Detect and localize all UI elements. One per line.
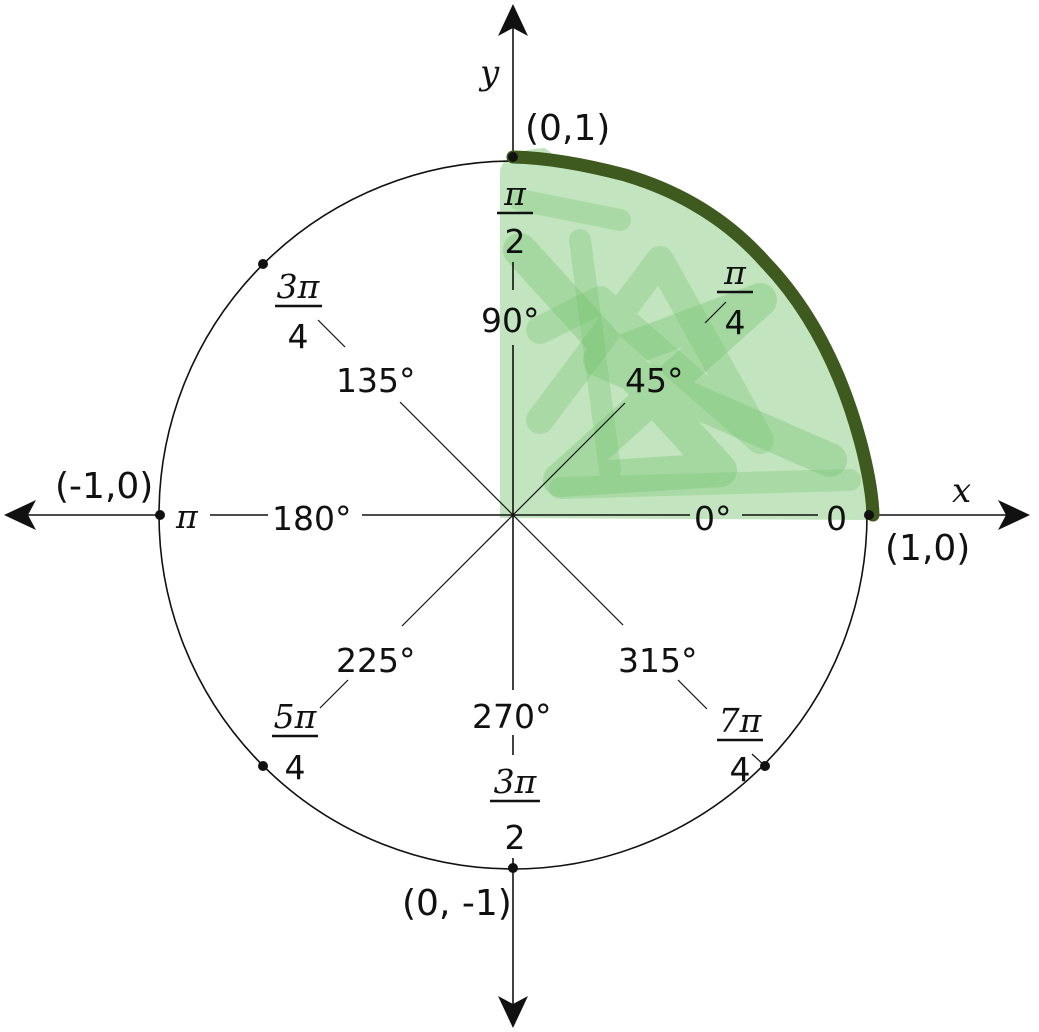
rad-45-denominator: 4 — [725, 303, 746, 342]
arrow-left-icon — [4, 500, 36, 530]
point-315 — [760, 761, 770, 771]
coord-top: (0,1) — [525, 108, 610, 149]
guide-135-outer — [317, 319, 346, 348]
quadrant-shading — [500, 148, 870, 520]
point-0-1 — [508, 152, 518, 162]
rad-90-denominator: 2 — [505, 222, 526, 261]
deg-135: 135° — [336, 361, 416, 400]
deg-315: 315° — [618, 641, 698, 680]
deg-180: 180° — [272, 499, 352, 538]
rad-180: π — [175, 497, 199, 536]
deg-90: 90° — [481, 301, 540, 340]
rad-135-denominator: 4 — [288, 317, 309, 356]
rad-45-numerator: π — [723, 253, 747, 292]
rad-90-fraction: π 2 — [497, 174, 533, 261]
rad-270-fraction: 3π 2 — [490, 762, 540, 857]
rad-45-fraction: π 4 — [717, 253, 753, 342]
point-225 — [258, 761, 268, 771]
rad-315-numerator: 7π — [719, 701, 763, 740]
highlighted-arc — [506, 150, 880, 522]
point-neg1-0 — [155, 510, 165, 520]
angle-guide-lines — [317, 301, 766, 767]
rad-315-fraction: 7π 4 — [717, 701, 763, 789]
axes — [22, 22, 1012, 1010]
quadrant-scribble-2 — [526, 246, 774, 454]
point-135 — [258, 259, 268, 269]
rad-270-numerator: 3π — [494, 762, 538, 801]
coord-left: (-1,0) — [55, 466, 153, 507]
y-axis-label: y — [478, 53, 500, 93]
rad-0: 0 — [826, 499, 847, 538]
deg-45: 45° — [625, 361, 684, 400]
deg-225: 225° — [336, 641, 416, 680]
axis-arrows — [4, 4, 1030, 1028]
guide-135 — [399, 401, 514, 516]
arrow-up-icon — [498, 4, 528, 36]
guide-45 — [512, 402, 626, 516]
guide-225-outer — [319, 679, 349, 709]
point-1-0 — [864, 510, 874, 520]
rad-225-fraction: 5π 4 — [272, 697, 318, 787]
quadrant-scribble-1 — [503, 233, 847, 497]
guide-225 — [401, 514, 514, 627]
guide-45-outer — [704, 301, 727, 324]
rad-90-numerator: π — [503, 174, 527, 213]
arrow-right-icon — [998, 500, 1030, 530]
rad-270-denominator: 2 — [505, 818, 526, 857]
rad-225-denominator: 4 — [285, 748, 306, 787]
circle-points — [155, 152, 874, 873]
deg-0: 0° — [694, 499, 732, 538]
rad-315-denominator: 4 — [730, 750, 751, 789]
rad-135-fraction: 3π 4 — [275, 267, 322, 356]
x-axis-label: x — [952, 471, 971, 511]
rad-135-numerator: 3π — [277, 267, 321, 306]
guide-315-outer — [677, 679, 708, 710]
guide-315 — [512, 514, 624, 626]
point-0-neg1 — [508, 863, 518, 873]
deg-270: 270° — [472, 697, 552, 736]
quadrant-scribble-3 — [509, 189, 861, 499]
coord-right: (1,0) — [885, 528, 970, 569]
rad-225-numerator: 5π — [274, 697, 318, 736]
arrow-down-icon — [498, 996, 528, 1028]
quadrant-fill — [500, 148, 870, 520]
coord-bottom: (0, -1) — [402, 883, 512, 924]
